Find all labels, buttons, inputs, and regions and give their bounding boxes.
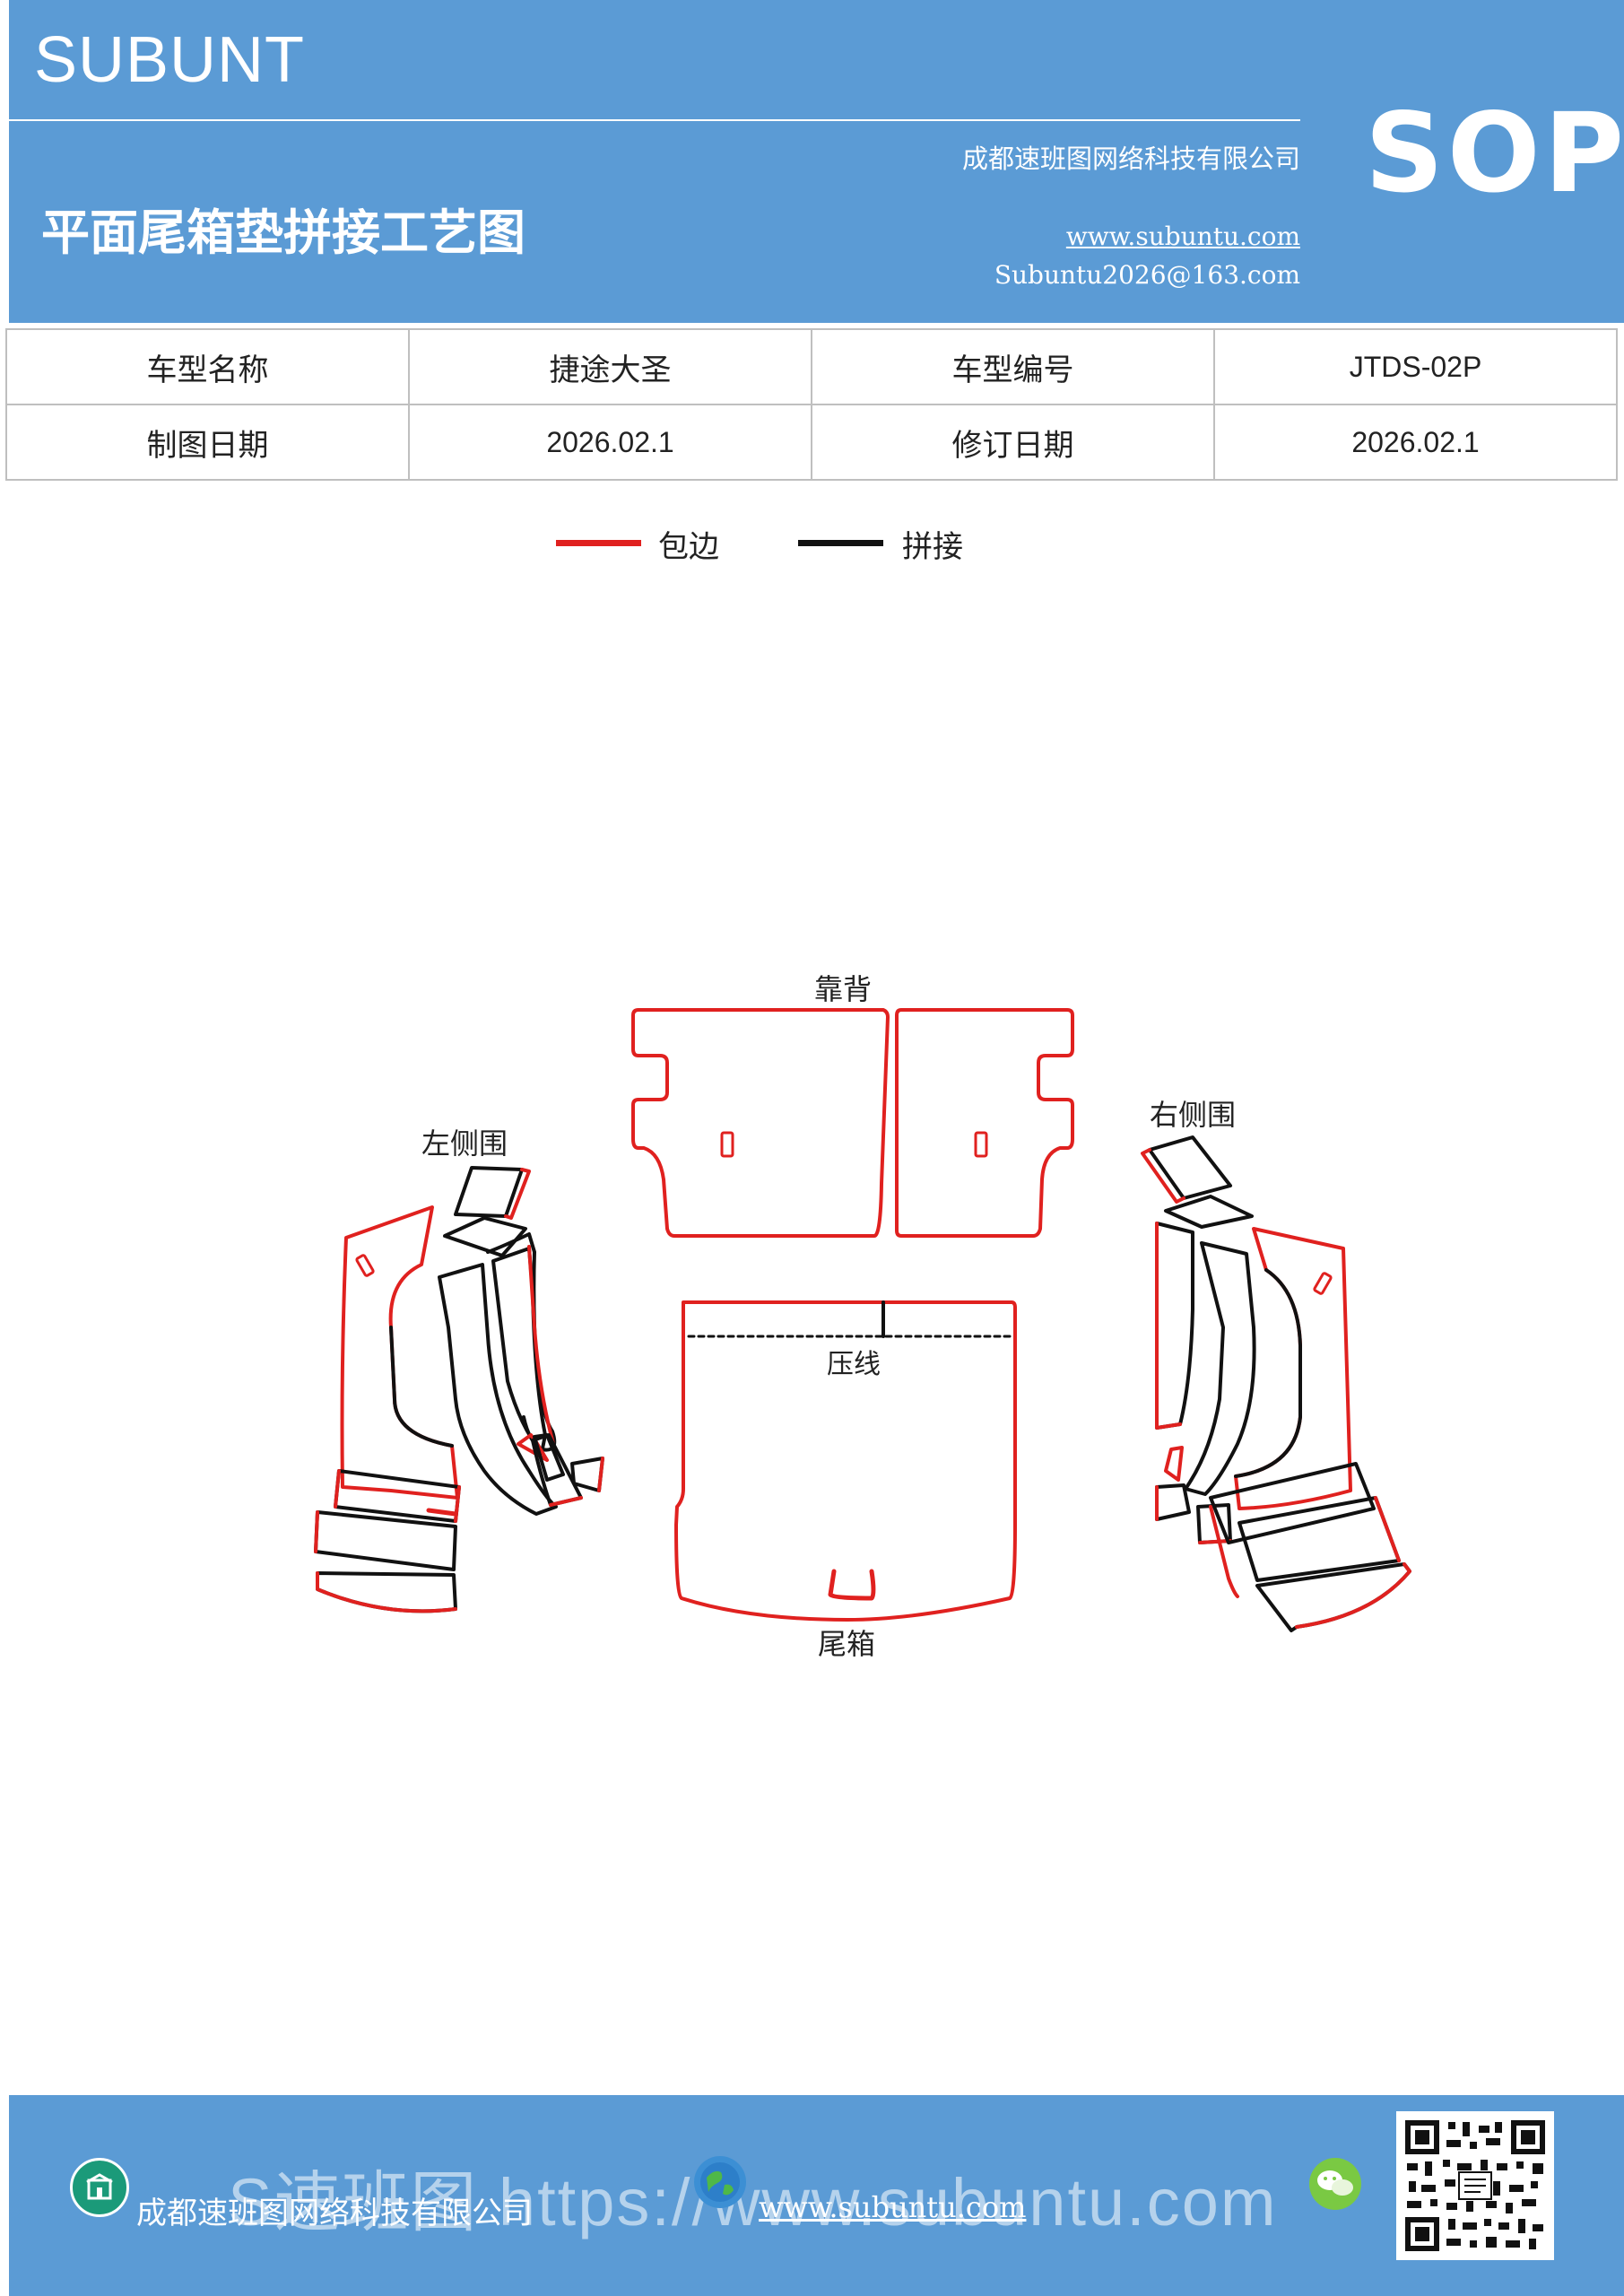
right-side-mini-piece	[1164, 1446, 1184, 1482]
right-side-outer-seam	[1234, 1268, 1302, 1478]
website-link[interactable]: www.subuntu.com	[1065, 222, 1300, 251]
left-side-bottom-piece-3-edge	[316, 1571, 457, 1613]
left-side-bottom-piece-2	[314, 1510, 457, 1571]
left-side-top-piece-1-edge	[504, 1168, 531, 1220]
left-side-tab-2-edge	[549, 1496, 583, 1507]
table-cell-label: 修订日期	[811, 404, 1215, 481]
left-side-top-piece-2	[443, 1216, 527, 1257]
legend-label-edge: 包边	[658, 529, 719, 565]
right-side-top-piece-1-edge	[1141, 1148, 1185, 1204]
legend: 包边 拼接	[0, 520, 1624, 574]
right-side-bottom-piece-1	[1209, 1462, 1376, 1544]
footer-company-name: 成都速班图网络科技有限公司	[136, 2196, 533, 2231]
label-crease: 压线	[827, 1349, 881, 1380]
qr-code-svg	[1403, 2118, 1547, 2253]
right-side-small-piece-2-edge	[1198, 1539, 1232, 1544]
left-side-bottom-piece-3	[316, 1571, 457, 1613]
right-side-inner-edge	[1155, 1222, 1182, 1430]
right-side-inner-panel	[1184, 1241, 1256, 1496]
right-side-top-piece-2	[1164, 1195, 1254, 1229]
label-trunk: 尾箱	[818, 1627, 876, 1661]
mat-splicing-diagram: 靠背 左侧围 右侧围 压线 尾箱	[0, 951, 1624, 1668]
table-cell-label: 车型名称	[5, 328, 410, 405]
right-side-bottom-piece-2-edge	[1374, 1496, 1401, 1562]
label-right-side: 右侧围	[1150, 1098, 1237, 1132]
table-cell-value: 2026.02.1	[408, 404, 812, 481]
right-side-left-strip	[1209, 1505, 1239, 1598]
trunk-handle-cutout	[828, 1569, 876, 1601]
brand-logo-text: SUBUNT	[34, 24, 306, 96]
table-cell-value: JTDS-02P	[1213, 328, 1618, 405]
left-side-outer-slot	[355, 1254, 375, 1277]
sop-badge: SOP	[1365, 90, 1624, 217]
globe-icon-svg	[700, 2162, 740, 2202]
left-side-small-tab-3-edge	[597, 1457, 604, 1492]
right-side-bottom-piece-3-edge	[1295, 1562, 1411, 1629]
table-row: 制图日期 2026.02.1 修订日期 2026.02.1	[5, 404, 1618, 481]
footer-website-link[interactable]: www.subuntu.com	[759, 2190, 1027, 2224]
page-title: 平面尾箱垫拼接工艺图	[41, 204, 525, 261]
right-side-inner-panel-2	[1155, 1222, 1194, 1430]
right-side-small-piece-1	[1155, 1483, 1191, 1521]
left-side-outer-panel	[340, 1205, 459, 1500]
left-side-inner-panel	[438, 1263, 558, 1516]
legend-label-seam: 拼接	[902, 529, 963, 565]
left-side-top-piece-1	[454, 1166, 524, 1218]
wechat-icon-svg	[1317, 2170, 1353, 2196]
backrest-left-slot	[720, 1131, 734, 1158]
table-cell-value: 2026.02.1	[1213, 404, 1618, 481]
footer-banner: S速班图 https://www.subuntu.com 成都速班图网络科技有限…	[9, 2095, 1624, 2296]
globe-icon	[694, 2156, 746, 2208]
header-divider	[9, 119, 1300, 121]
wechat-icon	[1309, 2158, 1361, 2210]
legend-swatch-seam	[798, 540, 883, 546]
left-side-mini-edge	[426, 1508, 458, 1517]
email-address: Subuntu2026@163.com	[994, 260, 1300, 290]
backrest-left-panel	[631, 1008, 890, 1238]
header-banner: SUBUNT SOP 平面尾箱垫拼接工艺图 成都速班图网络科技有限公司 www.…	[9, 0, 1624, 323]
legend-swatch-edge	[556, 540, 641, 546]
left-side-outer-seam	[389, 1326, 454, 1448]
right-side-top-piece-1	[1148, 1135, 1232, 1200]
qr-code	[1396, 2111, 1554, 2260]
backrest-right-panel	[895, 1008, 1074, 1238]
footer-watermark: S速班图 https://www.subuntu.com	[228, 2165, 1278, 2239]
vehicle-info-table: 车型名称 捷途大圣 车型编号 JTDS-02P 制图日期 2026.02.1 修…	[5, 328, 1618, 481]
backrest-right-slot	[974, 1131, 988, 1158]
table-row: 车型名称 捷途大圣 车型编号 JTDS-02P	[5, 328, 1618, 405]
label-left-side: 左侧围	[421, 1126, 508, 1161]
right-side-outer-slot	[1313, 1272, 1333, 1295]
building-icon-svg	[86, 2173, 113, 2200]
table-cell-label: 车型编号	[811, 328, 1215, 405]
company-name: 成都速班图网络科技有限公司	[961, 144, 1300, 174]
building-icon	[70, 2158, 129, 2217]
table-cell-value: 捷途大圣	[408, 328, 812, 405]
diagram-svg	[314, 1008, 1411, 1632]
label-backrest: 靠背	[814, 972, 873, 1006]
left-side-bottom-piece-2-edge	[314, 1510, 319, 1553]
trunk-mat-panel	[674, 1300, 1017, 1622]
table-cell-label: 制图日期	[5, 404, 410, 481]
